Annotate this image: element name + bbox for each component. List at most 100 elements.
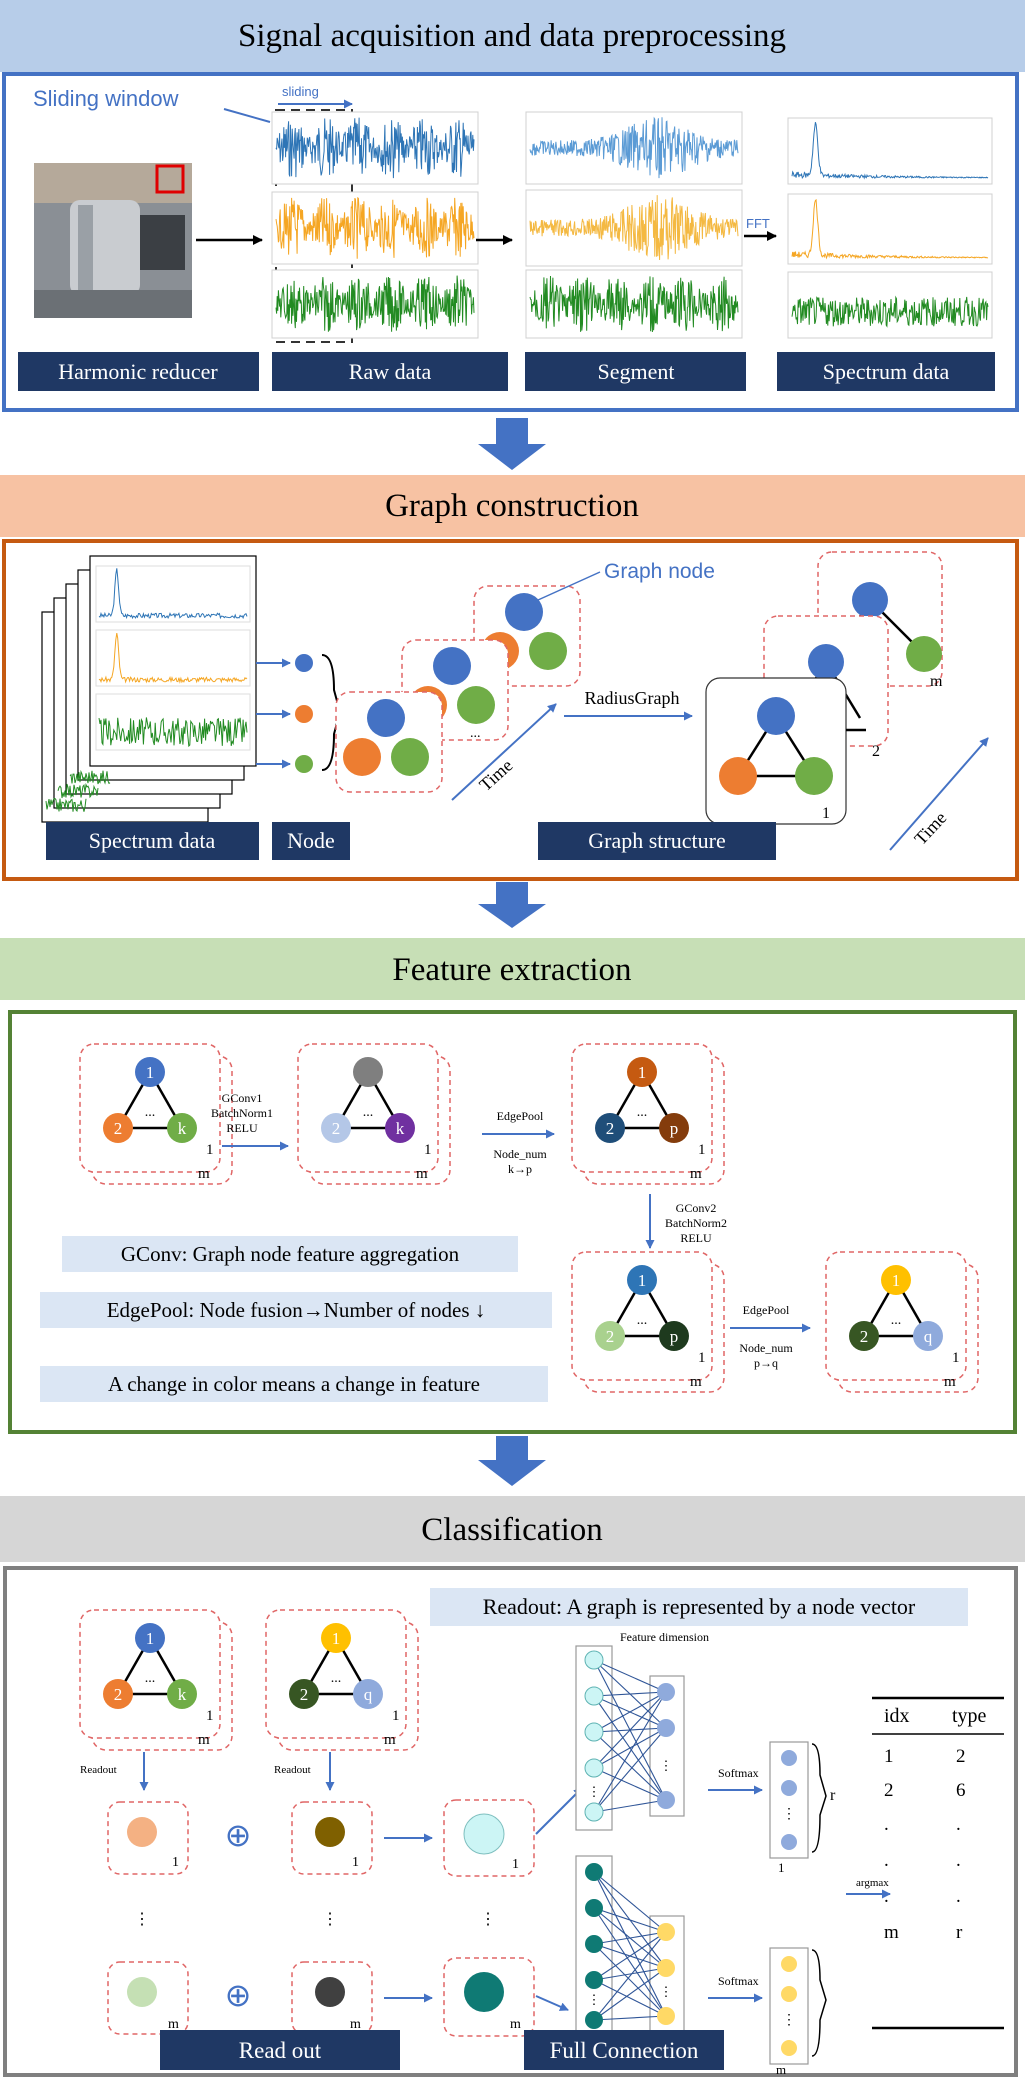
table-cell-type: 2 [956, 1746, 966, 1767]
ellipsis: ... [470, 726, 481, 741]
vector-index: m [350, 2017, 361, 2032]
op-gconv1: GConv1 [222, 1091, 263, 1105]
node-blue [505, 593, 543, 631]
time-arrow [889, 737, 989, 851]
mini-spectrum-line [98, 568, 248, 620]
fc-node [584, 1758, 604, 1778]
fc-node [584, 1650, 604, 1670]
graph-node-blue [852, 582, 888, 618]
fc-arrow [535, 1787, 583, 1835]
section-header-bg [0, 1496, 1025, 1562]
op-k-to-p: k→p [508, 1162, 532, 1176]
note-box [40, 1366, 548, 1402]
graph-index: 1 [698, 1350, 706, 1366]
graph-index: m [930, 673, 943, 690]
op-node-num: Node_num [739, 1341, 793, 1355]
graph-node-pointer [537, 571, 601, 601]
op-p-to-q: p→q [754, 1356, 778, 1370]
graph-index: 1 [206, 1142, 214, 1158]
waveform [529, 275, 739, 333]
fc-connection [593, 1931, 667, 2021]
label-box [18, 352, 259, 391]
radius-graph-label: RadiusGraph [585, 688, 680, 708]
table-cell-idx: m [884, 1922, 899, 1943]
vector-node [315, 1817, 345, 1847]
label-box [777, 352, 995, 391]
spectrum-plot [787, 193, 993, 265]
vector-index: 1 [172, 1855, 179, 1870]
node-label: k [396, 1119, 405, 1138]
table-cell-idx: . [884, 1886, 889, 1907]
output-index: 1 [778, 1860, 785, 1875]
graph-node [353, 1679, 383, 1709]
node-label: q [924, 1327, 933, 1346]
output-index: m [776, 2062, 786, 2077]
mini-spectrum-line [57, 782, 99, 799]
node-green [391, 738, 429, 776]
label-box [524, 2030, 724, 2070]
node-label: 1 [146, 1063, 155, 1082]
fc-arrow [535, 1995, 569, 2011]
readout-label: Readout [80, 1764, 117, 1776]
fc-node [584, 1722, 604, 1742]
graph-index: 1 [392, 1708, 400, 1724]
fc-node [585, 1935, 603, 1953]
graph-node [135, 1057, 165, 1087]
op-batchnorm1: BatchNorm1 [211, 1106, 273, 1120]
label-node: Node [287, 828, 335, 853]
fc-connection [593, 1871, 667, 1933]
ellipsis-v: ⋮ [134, 1911, 150, 1928]
label-box [525, 352, 746, 391]
sliding-window-pointer [223, 108, 271, 123]
flow-arrow-1 [478, 418, 546, 470]
vector-index: m [168, 2017, 179, 2032]
mini-spectrum-line [69, 769, 111, 785]
node-label: 2 [606, 1119, 615, 1138]
label-box [272, 822, 350, 860]
softmax-label: Softmax [718, 1766, 759, 1780]
flow-arrow-3 [478, 1436, 546, 1486]
fc-node [657, 1959, 675, 1977]
graph-node-blue [808, 644, 844, 680]
vector-index: 1 [512, 1857, 519, 1872]
mini-spectrum-line [98, 633, 248, 684]
fc-node [585, 1899, 603, 1917]
ellipsis-v: ⋮ [782, 2013, 796, 2028]
fc-node [584, 1802, 604, 1822]
graph-index: 1 [206, 1708, 214, 1724]
fft-label: FFT [746, 216, 770, 231]
output-node [781, 1750, 797, 1766]
fc-connection [593, 1871, 667, 2017]
vector-index: m [510, 2017, 521, 2032]
signal-plots [271, 111, 993, 339]
graph-node [627, 1057, 657, 1087]
ellipsis-v: ⋮ [322, 1911, 338, 1928]
fc-connection [593, 1907, 667, 2017]
fc-node [657, 1683, 675, 1701]
graph-count: m [384, 1732, 396, 1748]
node-label: 1 [638, 1271, 647, 1290]
output-node [781, 1956, 797, 1972]
node-label: 1 [332, 1629, 341, 1648]
graph-node-orange [719, 757, 757, 795]
output-node [781, 1986, 797, 2002]
graph-count: m [416, 1166, 428, 1182]
ellipsis-v: ⋮ [782, 1807, 796, 1822]
table-cell-idx: 2 [884, 1780, 894, 1801]
readout-note: Readout: A graph is represented by a nod… [483, 1594, 916, 1619]
graph-node-green [906, 636, 942, 672]
graph-count: m [690, 1166, 702, 1182]
waveform [275, 117, 475, 179]
waveform [529, 195, 739, 261]
mini-spectrum-line [45, 798, 87, 812]
softmax-label: Softmax [718, 1974, 759, 1988]
graph-count: m [198, 1166, 210, 1182]
graph-node [135, 1623, 165, 1653]
label-spectrum-data: Spectrum data [89, 828, 216, 853]
node-orange [295, 705, 313, 723]
op-edgepool: EdgePool [497, 1109, 544, 1123]
